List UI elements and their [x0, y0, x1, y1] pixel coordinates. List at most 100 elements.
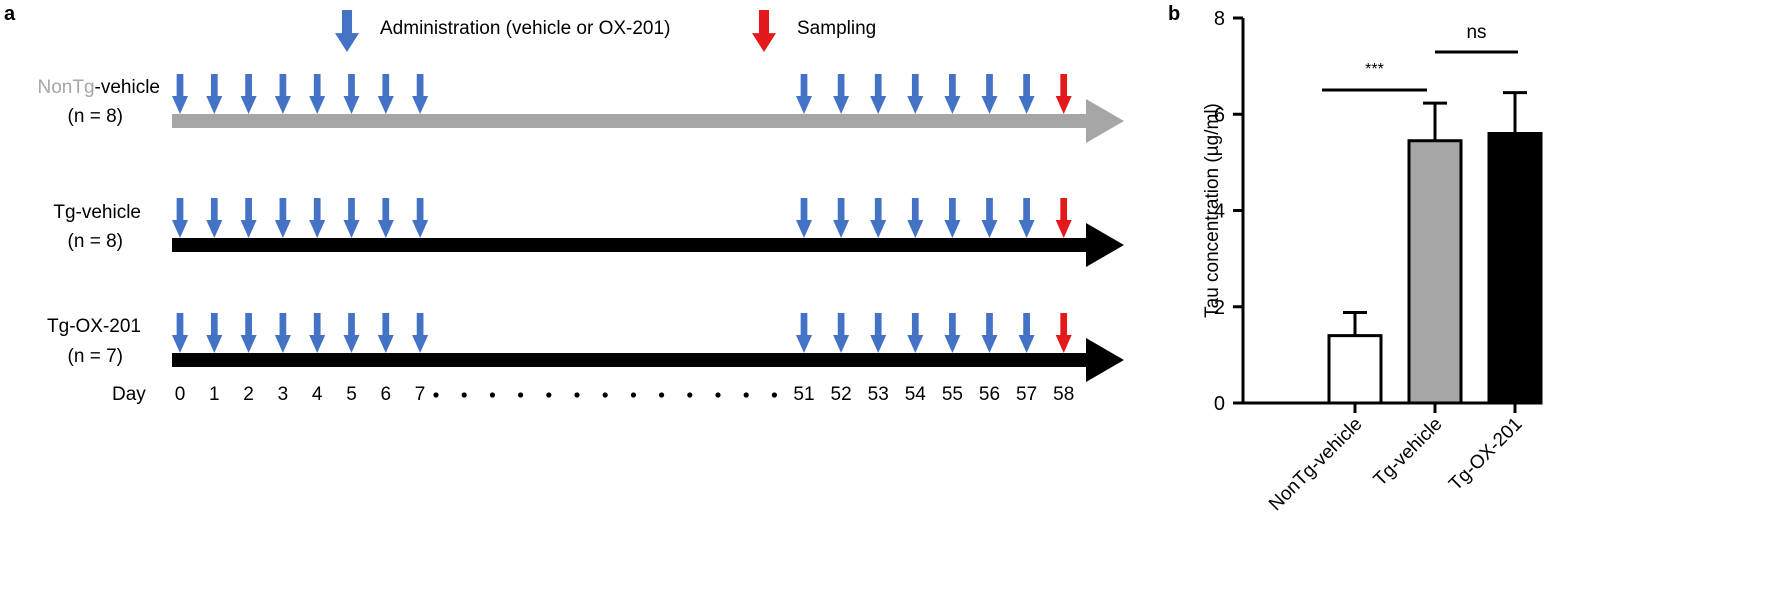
timeline-1 — [172, 198, 1124, 267]
administration-arrow-icon — [343, 74, 360, 114]
administration-arrow-icon — [172, 74, 188, 114]
gap-dot — [546, 392, 552, 398]
day-tick-label: 3 — [278, 384, 289, 405]
administration-arrow-icon — [870, 198, 887, 238]
administration-arrow-icon — [274, 313, 291, 353]
x-tick-label: Tg-vehicle — [1370, 414, 1447, 491]
panel-a-label: a — [4, 3, 16, 25]
administration-arrow-icon — [796, 313, 812, 353]
timeline-0-bar — [172, 114, 1088, 128]
group-0-suffix: -vehicle — [95, 77, 160, 98]
administration-arrow-icon — [412, 198, 429, 238]
day-tick-label: 7 — [415, 384, 426, 405]
gap-dot — [518, 392, 524, 398]
administration-arrow-icon — [944, 313, 961, 353]
timeline-2-arrowhead-icon — [1086, 338, 1124, 382]
legend: Administration (vehicle or OX-201) Sampl… — [335, 10, 876, 52]
administration-arrow-icon — [1018, 313, 1035, 353]
x-tick-label: Tg-OX-201 — [1445, 414, 1526, 495]
bar-group — [1487, 91, 1543, 413]
administration-arrow-icon — [274, 74, 291, 114]
administration-arrow-icon — [796, 74, 812, 114]
administration-arrow-icon — [343, 313, 360, 353]
gap-dot — [574, 392, 580, 398]
panel-b-label: b — [1168, 3, 1180, 25]
administration-arrow-icon — [172, 198, 188, 238]
gap-dot — [489, 392, 495, 398]
day-tick-label: 51 — [793, 384, 814, 405]
day-tick-label: 54 — [905, 384, 927, 405]
day-tick-label: 56 — [979, 384, 1000, 405]
day-tick-label: 5 — [346, 384, 357, 405]
gap-dot — [602, 392, 608, 398]
y-tick-label: 2 — [1214, 297, 1225, 319]
administration-arrow-icon — [981, 198, 998, 238]
gap-dot — [630, 392, 637, 398]
bar — [1487, 132, 1543, 405]
timeline-2 — [172, 313, 1124, 382]
group-2-n: (n = 7) — [68, 346, 123, 367]
legend-sampling-label: Sampling — [797, 18, 876, 39]
significance-label: ns — [1466, 22, 1486, 43]
administration-arrow-icon — [309, 198, 326, 238]
timeline-group-2-label: Tg-OX-201 (n = 7) — [47, 316, 141, 367]
group-0-name: NonTg-vehicle — [37, 77, 160, 98]
administration-arrow-icon — [206, 74, 223, 114]
administration-arrow-icon — [796, 198, 812, 238]
day-tick-label: 55 — [942, 384, 963, 405]
sampling-arrow-icon — [1055, 313, 1072, 353]
legend-administration-label: Administration (vehicle or OX-201) — [380, 18, 670, 39]
timeline-group-1-label: Tg-vehicle (n = 8) — [53, 202, 141, 252]
administration-arrow-icon — [907, 74, 924, 114]
administration-arrow-icon — [240, 74, 257, 114]
y-tick-label: 4 — [1214, 201, 1225, 223]
gap-dot — [687, 392, 693, 398]
administration-arrow-icon — [309, 313, 326, 353]
group-0-n: (n = 8) — [68, 106, 123, 127]
administration-arrow-icon — [240, 198, 257, 238]
group-2-name: Tg-OX-201 — [47, 316, 141, 337]
day-tick-label: 58 — [1053, 384, 1074, 405]
y-tick-label: 6 — [1214, 104, 1225, 126]
y-tick-label: 0 — [1214, 393, 1225, 415]
day-tick-label: 1 — [209, 384, 220, 405]
administration-arrow-icon — [833, 198, 850, 238]
administration-arrow-icon — [907, 313, 924, 353]
administration-arrow-icon — [309, 74, 326, 114]
gap-dot — [433, 392, 439, 398]
timeline-0-arrowhead-icon — [1086, 99, 1124, 143]
administration-arrow-icon — [944, 198, 961, 238]
day-tick-label: 0 — [175, 384, 186, 405]
timeline-0 — [172, 74, 1124, 143]
timeline-2-bar — [172, 353, 1088, 367]
gap-dot — [715, 392, 721, 398]
day-tick-label: 57 — [1016, 384, 1037, 405]
day-tick-label: 53 — [868, 384, 889, 405]
administration-arrow-icon — [1018, 74, 1035, 114]
administration-arrow-icon — [206, 313, 223, 353]
administration-arrow-icon — [412, 74, 429, 114]
administration-arrow-icon — [907, 198, 924, 238]
day-gap-dots — [433, 392, 778, 398]
administration-arrow-icon — [172, 313, 188, 353]
administration-arrow-icon — [335, 10, 359, 52]
administration-arrow-icon — [377, 313, 394, 353]
group-0-prefix: NonTg — [37, 77, 94, 98]
bar-group — [1407, 101, 1463, 413]
day-tick-label: 52 — [831, 384, 852, 405]
administration-arrow-icon — [833, 313, 850, 353]
bars — [1327, 91, 1543, 413]
timeline-group-0-label: NonTg-vehicle (n = 8) — [37, 77, 160, 127]
timeline-1-arrowhead-icon — [1086, 223, 1124, 267]
gap-dot — [771, 392, 778, 398]
bar-group — [1327, 311, 1383, 413]
group-1-n: (n = 8) — [68, 231, 123, 252]
administration-arrow-icon — [1018, 198, 1035, 238]
administration-arrow-icon — [274, 198, 291, 238]
administration-arrow-icon — [412, 313, 429, 353]
administration-arrow-icon — [343, 198, 360, 238]
